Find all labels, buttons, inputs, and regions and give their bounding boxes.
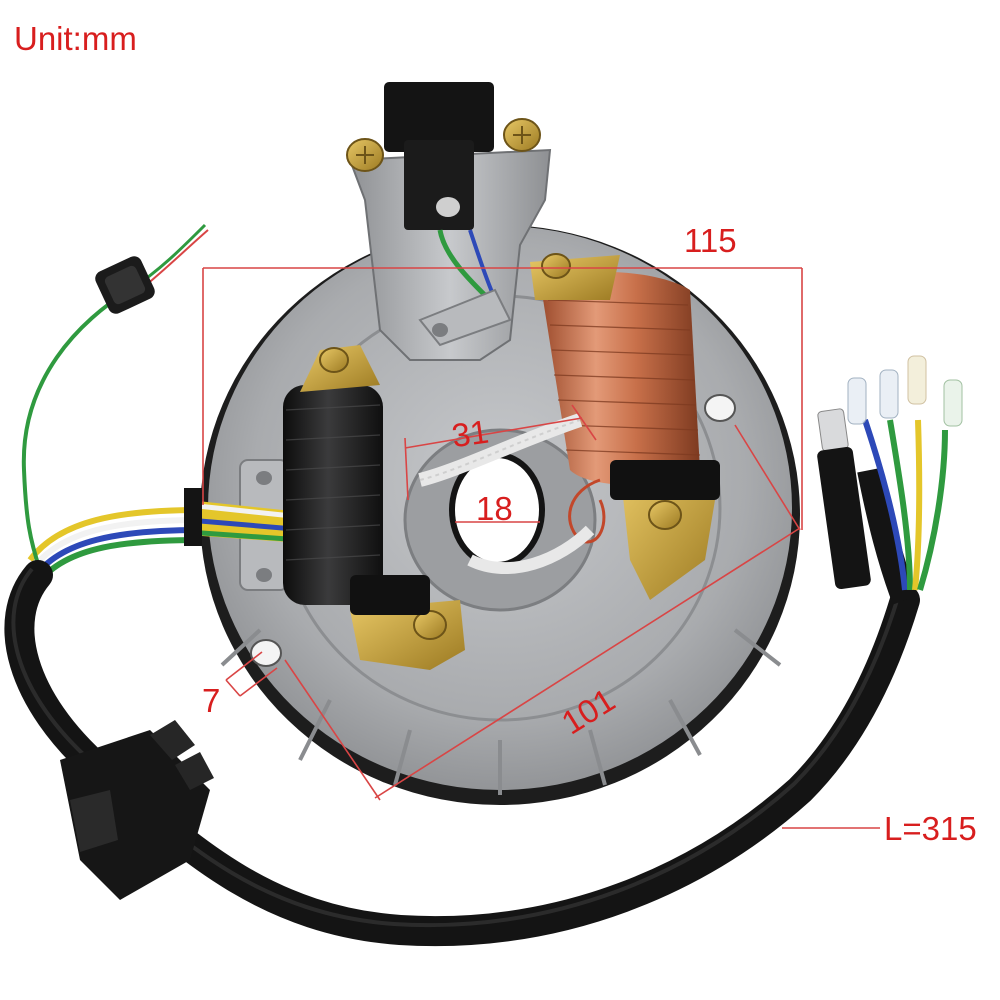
- dimension-18: 18: [455, 490, 540, 527]
- insulated-leads: [418, 413, 595, 574]
- unit-label: Unit:mm: [14, 20, 137, 57]
- dim-label-115: 115: [684, 222, 737, 259]
- right-wire-bundle: [857, 419, 948, 605]
- dimension-7: 7: [202, 651, 278, 719]
- cable-length-callout: L=315: [782, 810, 977, 847]
- dimension-31: 31: [404, 404, 597, 501]
- bullet-terminals: [817, 355, 963, 590]
- dimension-115: 115: [202, 222, 803, 530]
- wire-clamp-top: [418, 288, 512, 347]
- cable-clip: [60, 720, 214, 900]
- dim-label-18: 18: [476, 490, 513, 527]
- wire-grommet: [95, 256, 155, 314]
- black-coil: [283, 345, 465, 670]
- main-cable: [4, 560, 920, 947]
- cable-length-label: L=315: [884, 810, 977, 847]
- dim-label-7: 7: [202, 682, 220, 719]
- copper-coil: [530, 253, 720, 600]
- dim-label-31: 31: [449, 413, 491, 455]
